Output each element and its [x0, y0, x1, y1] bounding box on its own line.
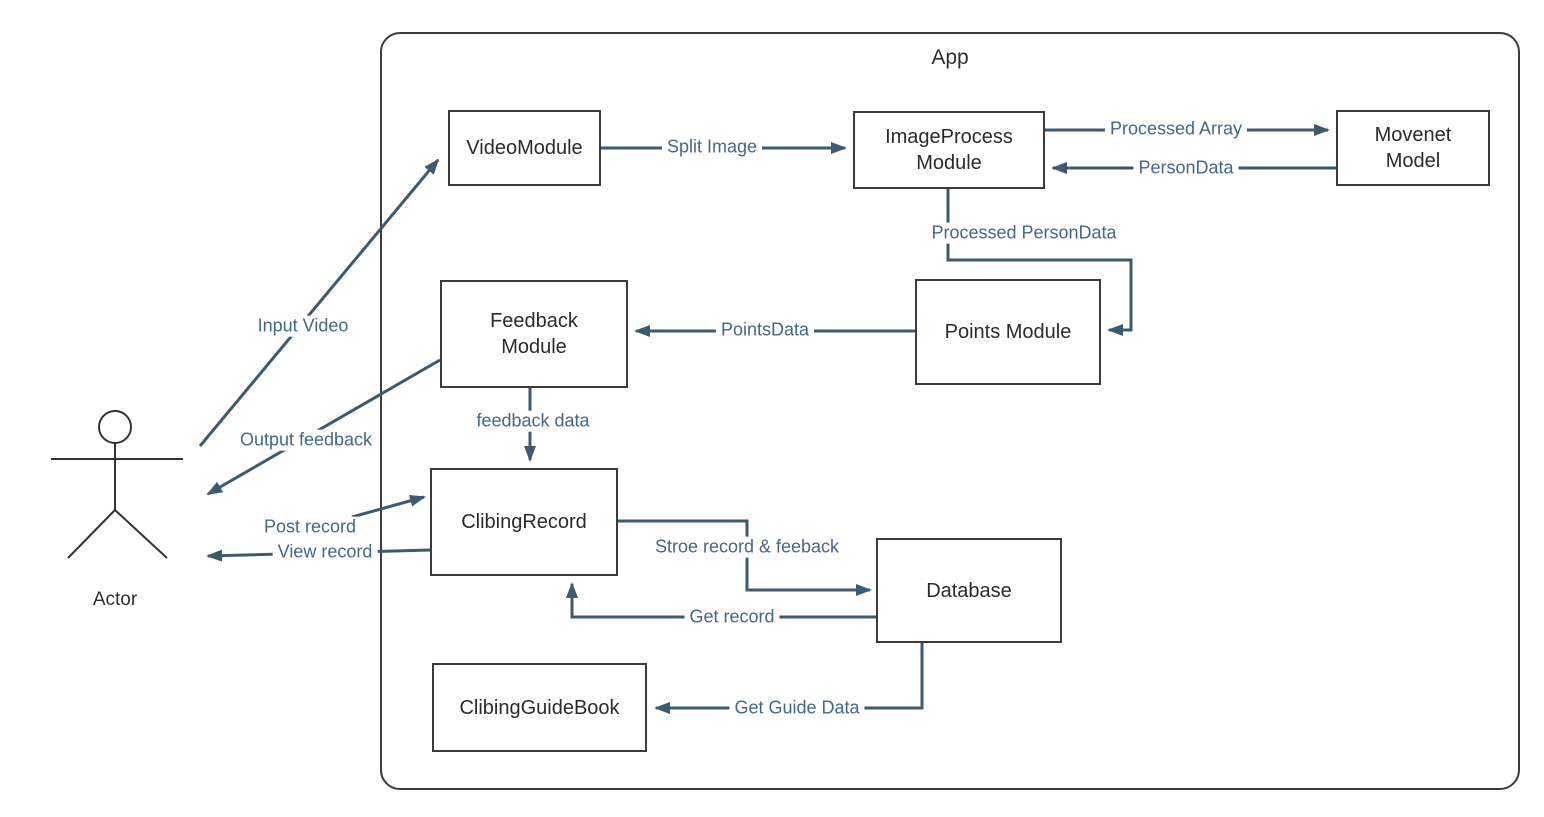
edge-label-view-record: View record	[272, 541, 378, 563]
edge-label-input-video: Input Video	[252, 315, 354, 337]
edge-label-output-feedback: Output feedback	[234, 429, 378, 451]
node-movenet-model: Movenet Model	[1336, 110, 1490, 186]
edge-label-get-record: Get record	[684, 606, 780, 628]
app-title: App	[931, 46, 969, 69]
node-clibing-guidebook: ClibingGuideBook	[432, 663, 647, 752]
node-image-process-module: ImageProcess Module	[853, 111, 1045, 189]
edge-post-record-line	[351, 494, 426, 519]
edge-input-video-line	[198, 158, 440, 447]
edge-label-feedback-data: feedback data	[471, 410, 595, 432]
actor-figure	[51, 410, 183, 559]
node-points-module: Points Module	[915, 279, 1101, 385]
edge-label-post-record: Post record	[258, 516, 362, 538]
edge-label-store-record-feedback: Stroe record & feeback	[649, 536, 845, 558]
edge-output-feedback-line	[206, 358, 441, 496]
edge-label-points-data: PointsData	[715, 319, 815, 341]
actor-head	[98, 410, 132, 444]
edge-label-processed-person-data: Processed PersonData	[926, 222, 1122, 244]
edge-label-split-image: Split Image	[661, 136, 763, 158]
edge-label-person-data: PersonData	[1133, 157, 1239, 179]
actor-right-leg	[114, 509, 168, 559]
actor-label: Actor	[92, 589, 138, 610]
app-boundary	[380, 32, 1520, 790]
edge-label-processed-array: Processed Array	[1104, 118, 1248, 140]
node-database: Database	[876, 538, 1062, 643]
edge-label-get-guide-data: Get Guide Data	[729, 697, 865, 719]
node-feedback-module: Feedback Module	[440, 280, 628, 388]
actor-left-leg	[67, 509, 116, 559]
node-video-module: VideoModule	[448, 110, 601, 186]
node-clibing-record: ClibingRecord	[430, 468, 618, 576]
